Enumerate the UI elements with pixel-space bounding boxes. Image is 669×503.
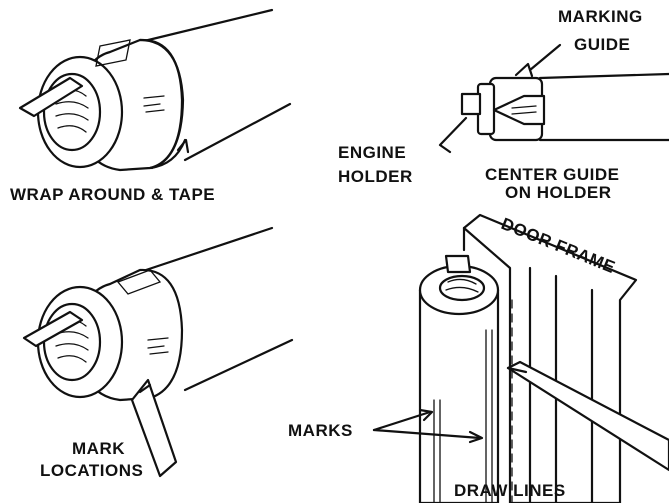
marking-guide-label-2: GUIDE	[574, 35, 630, 54]
marks-label: MARKS	[288, 421, 353, 440]
center-guide-label-2: ON HOLDER	[505, 183, 612, 202]
panel-wrap-around: WRAP AROUND & TAPE	[10, 8, 292, 204]
engine-holder-label-1: ENGINE	[338, 143, 406, 162]
center-guide-label-1: CENTER GUIDE	[485, 165, 619, 184]
panel-marking-guide: MARKING GUIDE ENGINE HOLDER CENTER GUIDE…	[338, 7, 669, 202]
panel-mark-locations: MARK LOCATIONS	[22, 226, 294, 480]
wrap-around-label: WRAP AROUND & TAPE	[10, 185, 215, 204]
engine-holder-label-2: HOLDER	[338, 167, 413, 186]
draw-lines-label: DRAW LINES	[454, 481, 566, 500]
mark-locations-label-2: LOCATIONS	[40, 461, 143, 480]
marking-guide-label-1: MARKING	[558, 7, 643, 26]
mark-locations-label-1: MARK	[72, 439, 125, 458]
panel-door-frame: DOOR FRAME MARKS DRAW LINES	[288, 213, 669, 503]
